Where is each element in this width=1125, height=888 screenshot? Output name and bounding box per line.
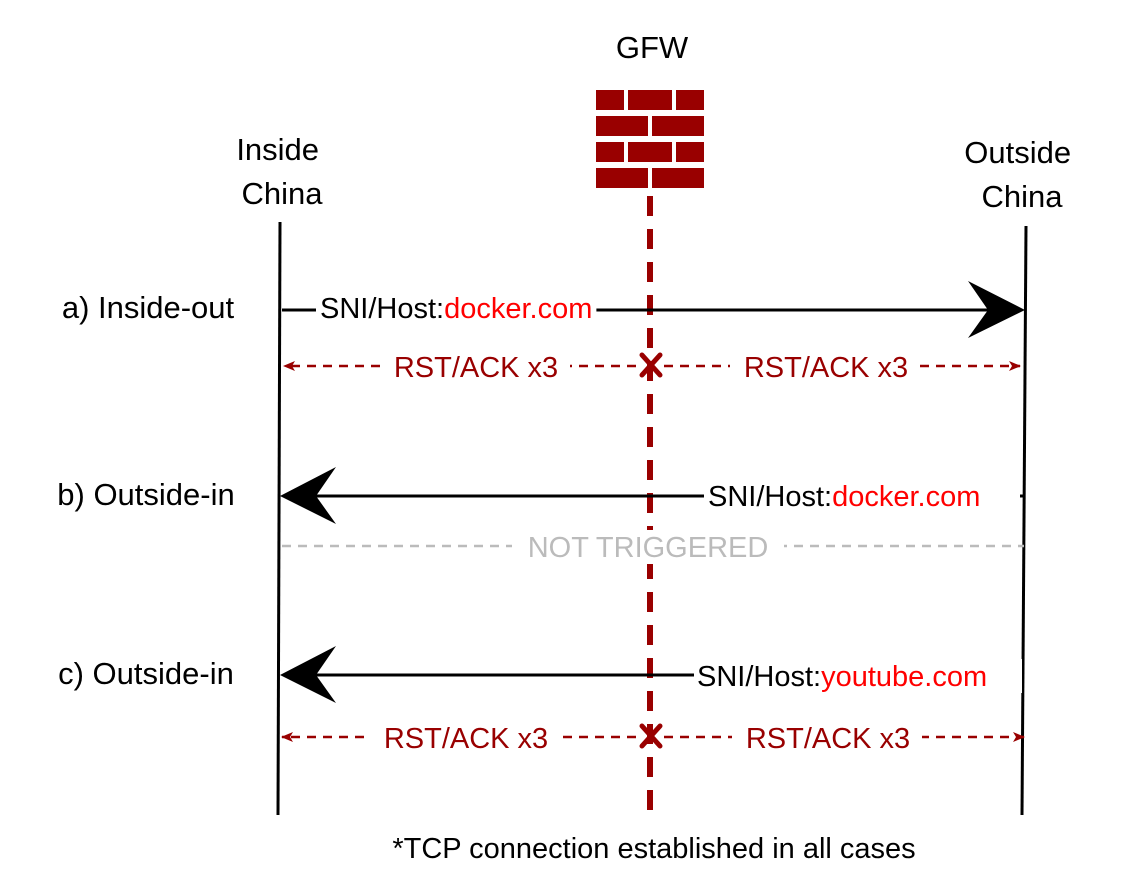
row-c-domain: youtube.com — [821, 661, 987, 693]
row-a-sni-prefix: SNI/Host: — [320, 293, 444, 325]
row-b-sni: SNI/Host:docker.com — [708, 481, 980, 513]
footnote: *TCP connection established in all cases — [392, 833, 915, 865]
inside-line-1: Inside — [236, 132, 319, 167]
firewall-icon — [596, 90, 704, 188]
row-a-rst-right-label: RST/ACK x3 — [744, 352, 908, 384]
outside-line — [1020, 225, 1028, 816]
not-triggered-label: NOT TRIGGERED — [528, 532, 769, 564]
row-b-domain: docker.com — [832, 481, 980, 513]
outside-china-label: Outside China — [964, 135, 1079, 214]
inside-line-2: China — [242, 176, 324, 211]
row-b-label: b) Outside-in — [57, 477, 234, 512]
row-b-arrowhead — [280, 467, 336, 524]
row-b-sni-prefix: SNI/Host: — [708, 481, 832, 513]
row-c-sni-prefix: SNI/Host: — [697, 661, 821, 693]
row-c-sni: SNI/Host:youtube.com — [697, 661, 987, 693]
row-c-arrowhead — [280, 646, 336, 703]
row-a-rst-left-label: RST/ACK x3 — [394, 352, 558, 384]
row-c-rst-left-label: RST/ACK x3 — [384, 723, 548, 755]
row-a-sni: SNI/Host:docker.com — [320, 293, 592, 325]
row-a-domain: docker.com — [444, 293, 592, 325]
row-a-cross-icon — [639, 352, 663, 378]
outside-line-2: China — [982, 179, 1064, 214]
row-a-sni-bg — [316, 293, 597, 325]
row-c-label: c) Outside-in — [58, 656, 234, 691]
inside-line — [276, 221, 282, 816]
gfw-title: GFW — [616, 30, 689, 65]
outside-line-1: Outside — [964, 135, 1071, 170]
row-a-arrowhead — [968, 281, 1025, 338]
row-a-label: a) Inside-out — [62, 290, 235, 325]
inside-china-label: Inside China — [236, 132, 327, 211]
row-c-cross-icon — [639, 723, 663, 749]
row-c-rst-right-label: RST/ACK x3 — [746, 723, 910, 755]
